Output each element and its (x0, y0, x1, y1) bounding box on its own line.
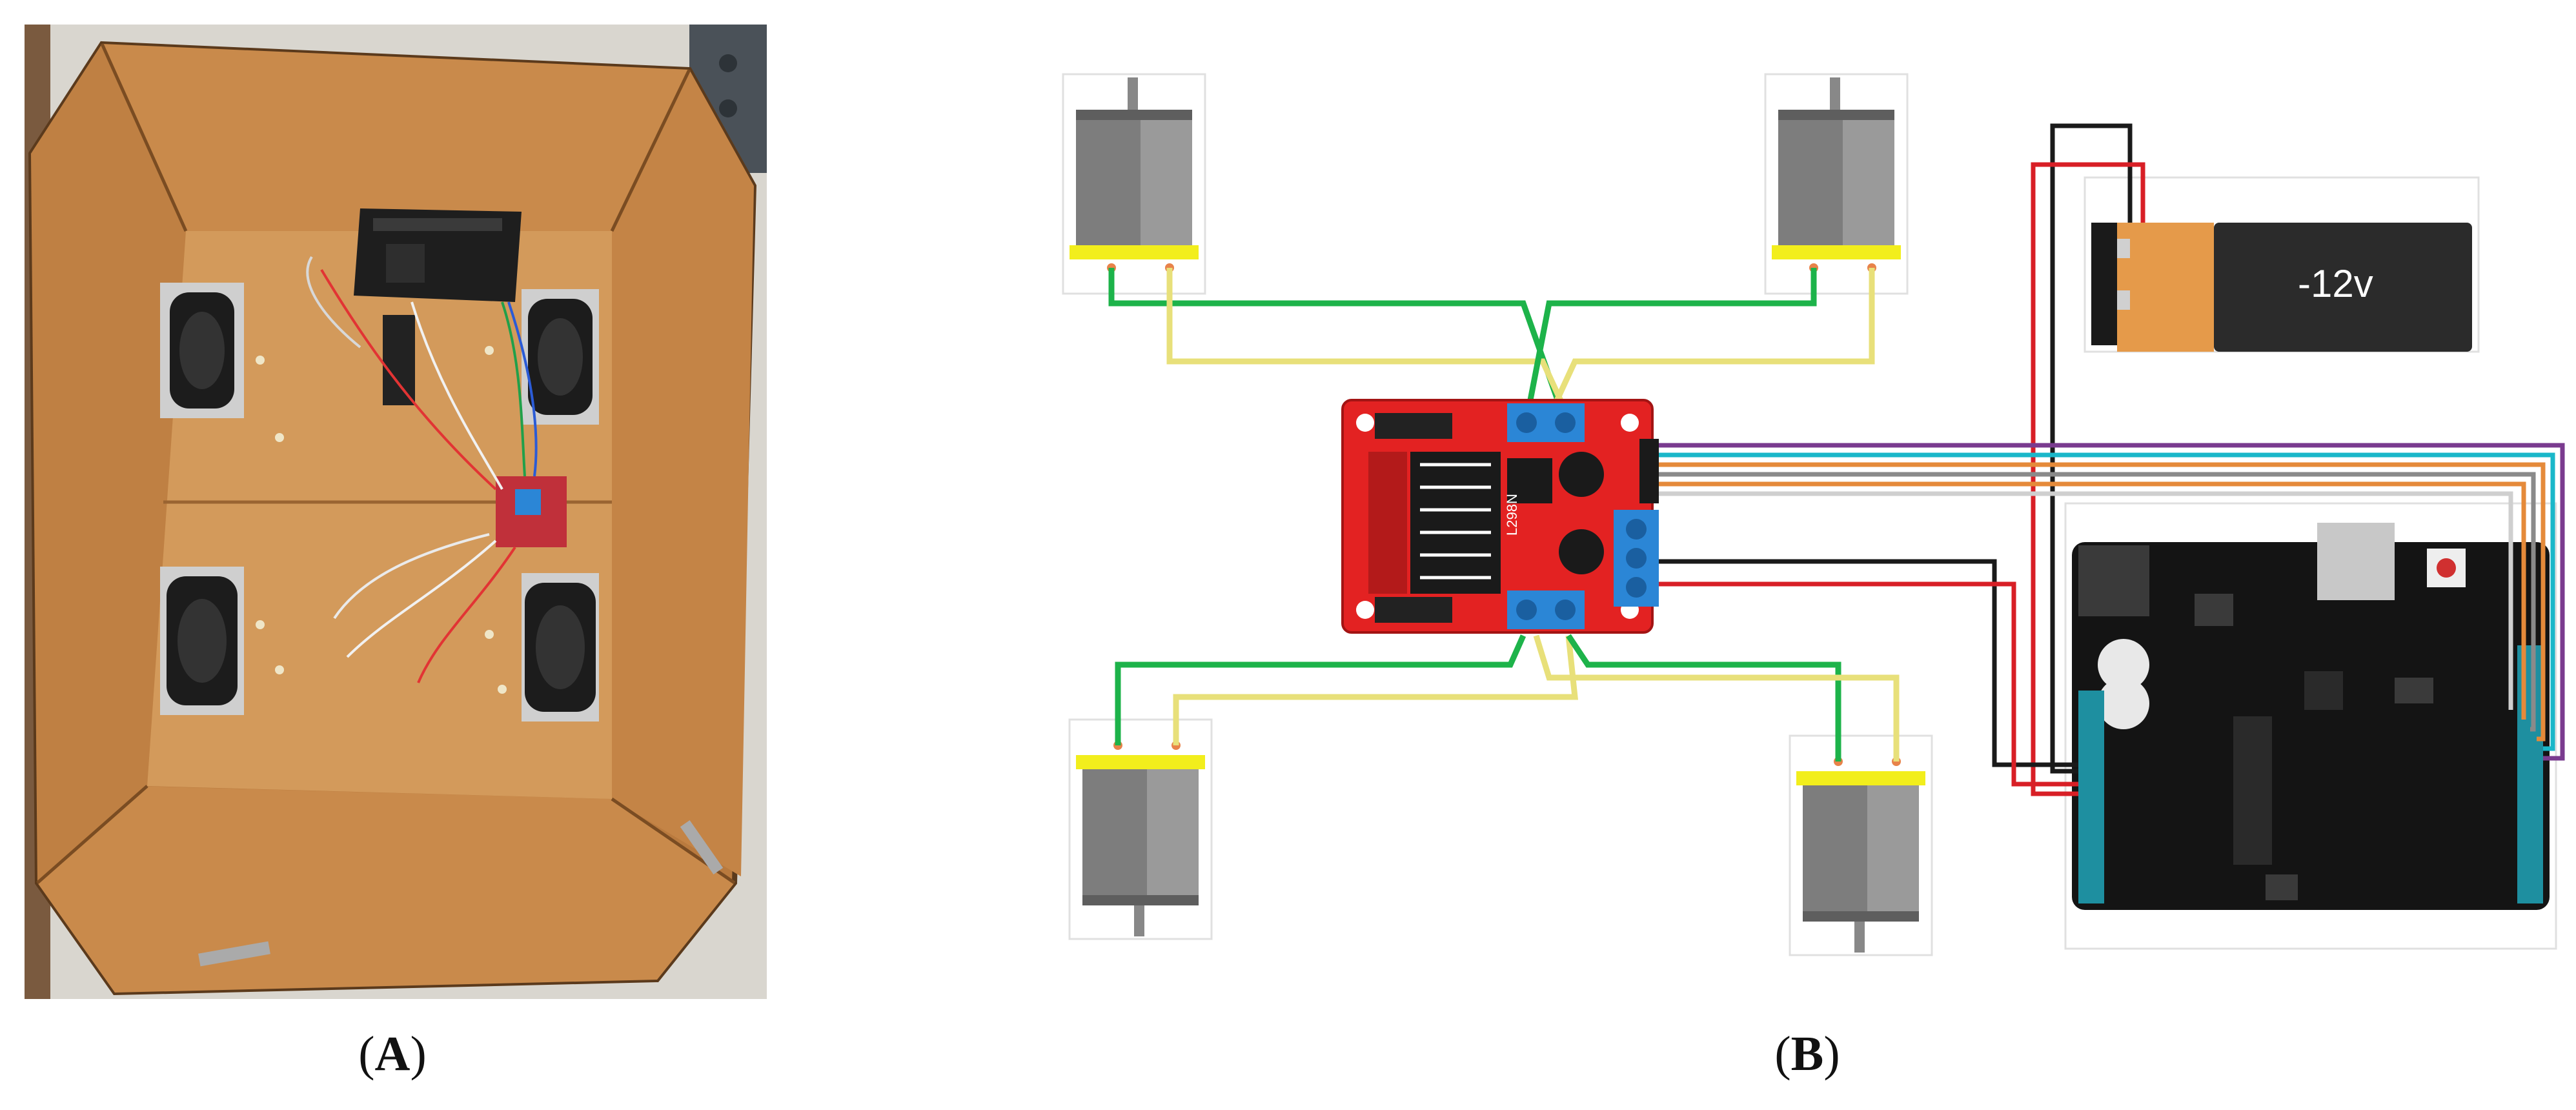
motor-bottom-right (1789, 734, 1933, 956)
motor-wires (1108, 268, 1900, 762)
caption-b: (B) (1774, 1027, 1840, 1081)
motor-driver-board (496, 476, 567, 547)
battery-pack (383, 315, 415, 405)
motor-bottom-left (1068, 718, 1213, 940)
chassis-floor (147, 231, 612, 799)
motor-driver-board: L298N (1341, 399, 1659, 634)
arduino-mega-board (354, 208, 522, 302)
power-wires (1659, 123, 2145, 796)
arduino-uno-board (2064, 502, 2557, 950)
heatsink (1368, 452, 1501, 594)
wheel-rear-left (160, 567, 244, 715)
driver-label: L298N (1504, 494, 1520, 536)
screw-marks (256, 346, 507, 694)
motor-top-right (1764, 73, 1909, 295)
motor-top-left (1062, 73, 1206, 295)
caption-a: (A) (358, 1027, 427, 1081)
battery-label: -12v (2298, 262, 2373, 305)
terminal-block-top (1507, 403, 1585, 442)
wheel-front-right (522, 289, 599, 425)
terminal-block-power (1614, 510, 1659, 607)
terminal-block-bottom (1507, 590, 1585, 629)
wheel-rear-right (522, 573, 599, 722)
chassis-photo (25, 25, 767, 999)
signal-wires (1659, 443, 2565, 761)
chassis-wiring (306, 256, 538, 683)
battery-12v: -12v (2084, 176, 2480, 353)
wheel-front-left (160, 283, 244, 418)
wiring-diagram: L298N -12v (1007, 0, 2576, 1007)
